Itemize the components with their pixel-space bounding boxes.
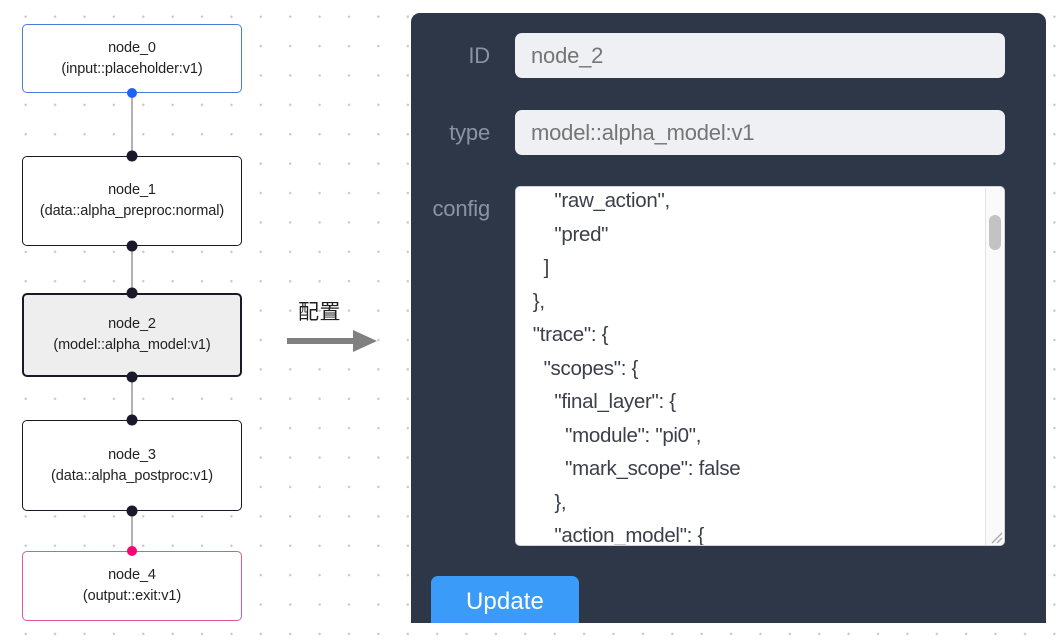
field-row-config: config "raw_action", "pred" ] }, "trace"… [411,186,1046,546]
node-label: node_4(output::exit:v1) [82,567,182,604]
node-handle-target-node_4[interactable] [127,546,137,556]
config-scrollbar[interactable] [985,188,1003,545]
graph-node-node_3[interactable]: node_3(data::alpha_postproc:v1) [22,420,242,511]
id-field-label: ID [468,42,490,68]
id-input[interactable] [515,33,1005,78]
node-config-panel: ID type config "raw_action", "pred" ] },… [411,13,1046,623]
field-row-type: type [411,110,1046,155]
edge-node2-node3 [131,377,133,420]
node-label: node_3(data::alpha_postproc:v1) [51,446,213,484]
field-row-id: ID [411,33,1046,78]
node-handle-target-node_2[interactable] [126,287,138,299]
node-handle-target-node_1[interactable] [126,150,138,162]
update-button[interactable]: Update [431,576,579,623]
graph-node-node_1[interactable]: node_1(data::alpha_preproc:normal) [22,156,242,246]
node-handle-source-node_1[interactable] [126,240,138,252]
node-label: node_0(input::placeholder:v1) [61,39,203,77]
annotation-label: 配置 [298,300,341,324]
type-input[interactable] [515,110,1005,155]
node-handle-source-node_2[interactable] [126,371,138,383]
graph-node-node_2[interactable]: node_2(model::alpha_model:v1) [22,293,242,377]
node-handle-source-node_0[interactable] [127,88,137,98]
annotation-config-arrow: 配置 [287,296,402,366]
edge-node0-node1 [131,89,133,156]
arrow-right-icon [287,330,377,352]
config-editor-wrap: "raw_action", "pred" ] }, "trace": { "sc… [515,186,1005,546]
config-scrollbar-thumb[interactable] [989,215,1001,250]
graph-node-node_0[interactable]: node_0(input::placeholder:v1) [22,24,242,93]
edge-node3-node4 [131,511,133,550]
resize-grip-icon[interactable] [987,528,1003,544]
config-field-label: config [432,196,490,221]
node-handle-target-node_3[interactable] [126,414,138,426]
node-handle-source-node_3[interactable] [126,505,138,517]
type-field-label: type [449,119,490,145]
node-label: node_1(data::alpha_preproc:normal) [39,182,225,219]
node-label: node_2(model::alpha_model:v1) [53,316,211,353]
config-text-content: "raw_action", "pred" ] }, "trace": { "sc… [532,189,741,546]
config-textarea[interactable]: "raw_action", "pred" ] }, "trace": { "sc… [515,186,1005,546]
graph-node-node_4[interactable]: node_4(output::exit:v1) [22,551,242,621]
edge-node1-node2 [131,246,133,293]
